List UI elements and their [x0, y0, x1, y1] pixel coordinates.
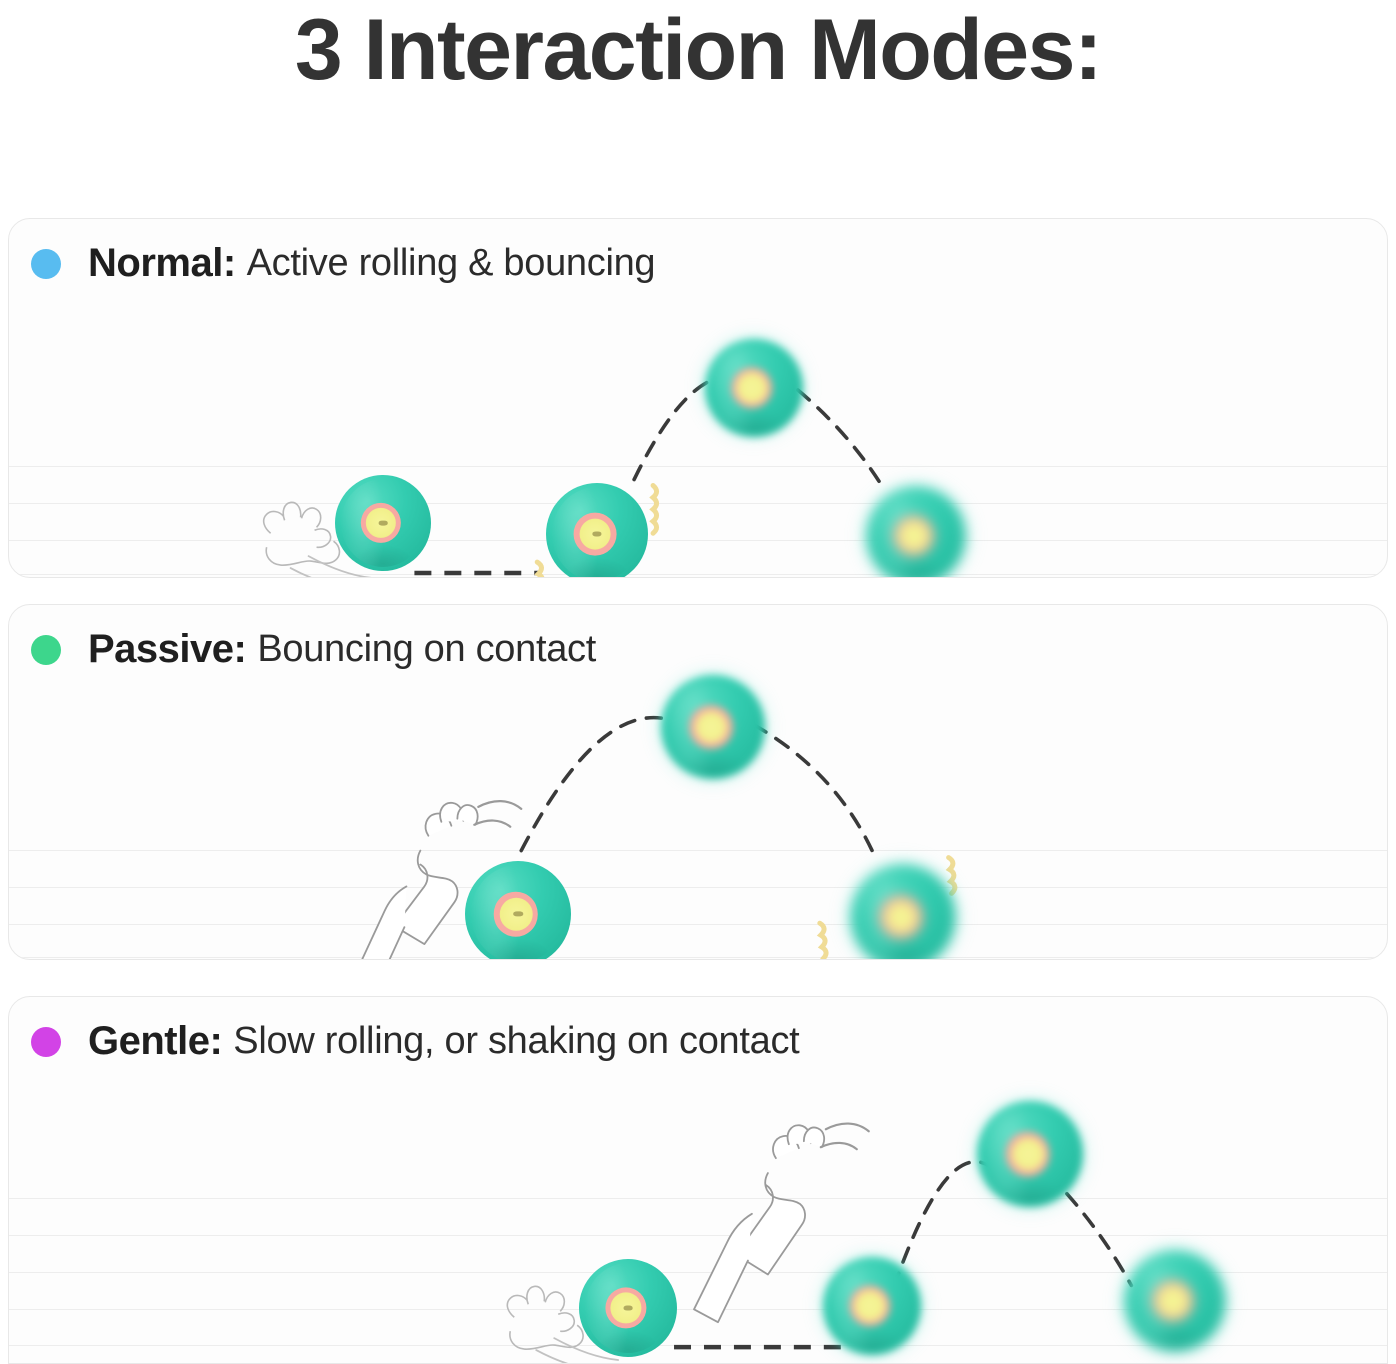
mode-header-normal: Normal: Active rolling & bouncing	[31, 241, 656, 286]
ball-pupil-icon	[378, 520, 388, 526]
ball-pupil-icon	[623, 1305, 633, 1311]
ball-pupil-icon	[513, 911, 523, 917]
ball-icon	[661, 675, 765, 779]
ruled-lines-passive	[9, 605, 1387, 959]
mode-name-normal: Normal:	[88, 241, 236, 285]
ball-center-light-icon	[1005, 1131, 1051, 1177]
ball-center-light-icon	[689, 705, 733, 749]
ball-icon	[823, 1257, 921, 1355]
ball-icon	[867, 487, 965, 577]
mode-name-passive: Passive:	[88, 627, 247, 671]
mode-dot-normal-icon	[31, 248, 61, 279]
ball-center-light-icon	[879, 895, 923, 939]
ball-icon	[335, 475, 431, 571]
mode-description-normal: Active rolling & bouncing	[246, 242, 656, 284]
mode-description-gentle: Slow rolling, or shaking on contact	[233, 1020, 800, 1062]
ball-center-light-icon	[893, 515, 935, 557]
ball-icon	[579, 1259, 677, 1357]
mode-card-gentle: Gentle: Slow rolling, or shaking on cont…	[8, 996, 1388, 1364]
ball-icon	[1125, 1251, 1225, 1351]
ball-pupil-icon	[592, 531, 602, 537]
ball-icon	[977, 1101, 1083, 1207]
ball-icon	[546, 483, 648, 577]
ball-center-light-icon	[1152, 1280, 1194, 1322]
ball-center-light-icon	[731, 367, 773, 409]
ball-icon	[851, 865, 955, 959]
mode-header-gentle: Gentle: Slow rolling, or shaking on cont…	[31, 1019, 800, 1064]
ball-icon	[705, 339, 803, 437]
page-title: 3 Interaction Modes:	[294, 2, 1103, 98]
ball-icon	[465, 861, 571, 959]
mode-header-passive: Passive: Bouncing on contact	[31, 627, 596, 672]
mode-card-passive: Passive: Bouncing on contact	[8, 604, 1388, 960]
mode-dot-gentle-icon	[31, 1026, 61, 1057]
mode-card-normal: Normal: Active rolling & bouncing	[8, 218, 1388, 578]
mode-name-gentle: Gentle:	[88, 1019, 223, 1063]
mode-dot-passive-icon	[31, 634, 61, 665]
ball-center-light-icon	[849, 1285, 891, 1327]
mode-description-passive: Bouncing on contact	[257, 628, 597, 670]
